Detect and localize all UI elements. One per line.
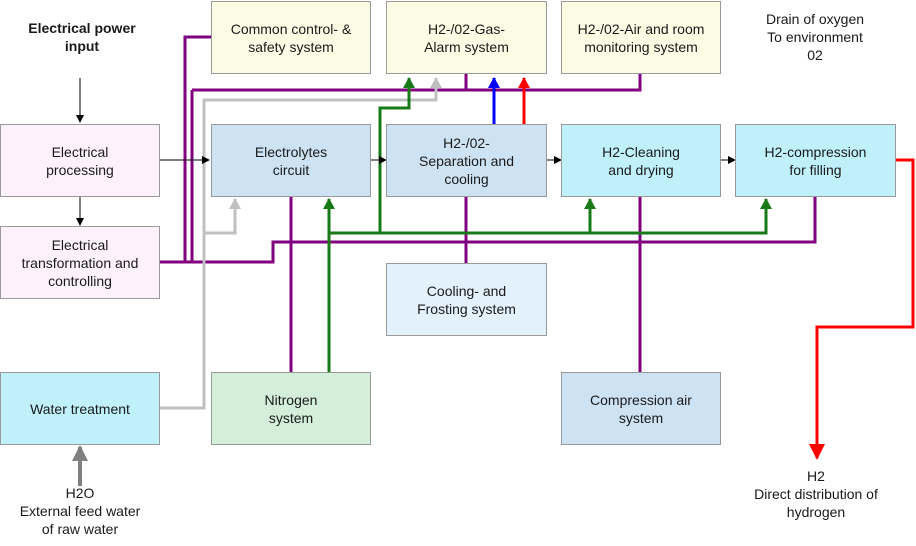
compression-air-box: Compression air system	[561, 372, 721, 445]
power-input-label: Electrical power input	[28, 20, 136, 54]
electrical-processing-box: Electrical processing	[0, 124, 160, 197]
nitrogen-system-box: Nitrogen system	[211, 372, 371, 445]
hydrogen-output-label: H2 Direct distribution of hydrogen	[754, 468, 878, 520]
green-nitrogen-lines	[323, 77, 772, 372]
air-monitoring-box: H2-/02-Air and room monitoring system	[561, 1, 721, 74]
feed-water-label: H2O External feed water of raw water	[19, 485, 141, 537]
cleaning-drying-box: H2-Cleaning and drying	[561, 124, 721, 197]
purple-lines	[160, 35, 817, 372]
gas-alarm-box: H2-/02-Gas- Alarm system	[386, 1, 547, 74]
electrical-transformation-box: Electrical transformation and controllin…	[0, 226, 160, 299]
control-safety-box: Common control- & safety system	[211, 1, 371, 74]
electrolytes-circuit-box: Electrolytes circuit	[211, 124, 371, 197]
water-treatment-box: Water treatment	[0, 372, 160, 445]
oxygen-drain-label: Drain of oxygen To environment 02	[765, 11, 865, 63]
cooling-frosting-box: Cooling- and Frosting system	[386, 263, 547, 336]
red-hydrogen-line	[809, 158, 915, 460]
compression-filling-box: H2-compression for filling	[735, 124, 896, 197]
grey-water-line	[160, 77, 442, 410]
process-arrows	[76, 78, 736, 226]
separation-cooling-box: H2-/02- Separation and cooling	[386, 124, 547, 197]
